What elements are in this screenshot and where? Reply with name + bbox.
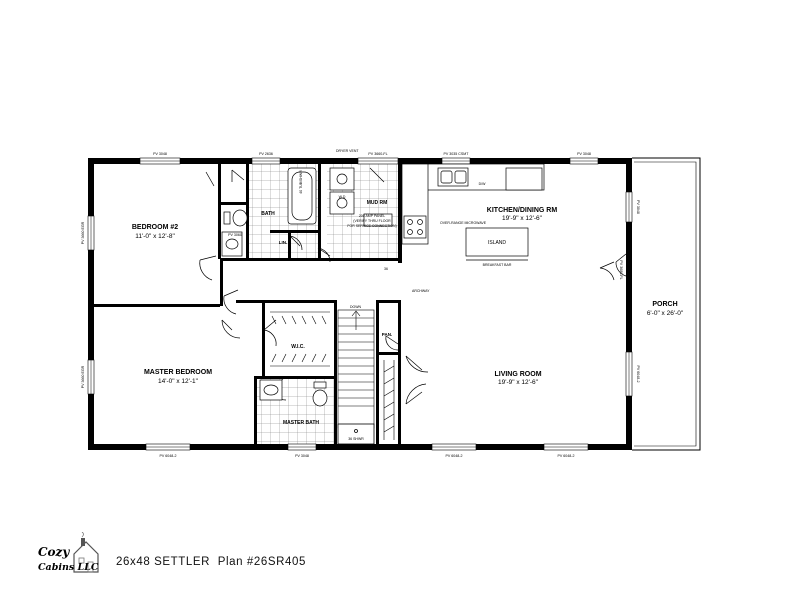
room-dims-bedroom2: 11'-0" x 12'-8"	[135, 233, 175, 240]
window-label: PV 3060	[228, 233, 242, 237]
window-label: PV 3048	[577, 152, 591, 156]
stairs	[337, 309, 375, 429]
bath-fixtures	[221, 167, 328, 407]
note-dryer-vent: DRYER VENT	[336, 149, 359, 153]
plan-number: Plan #26SR405	[217, 556, 307, 568]
note-washer-dryer: W D	[339, 195, 346, 199]
room-name-living: LIVING ROOM	[494, 371, 541, 378]
room-dims-living: 19'-9" x 12'-6"	[498, 379, 539, 386]
window-label: PV 6048-2	[636, 366, 640, 383]
window-labels: PV 3048 PV 2636 PV 3660-FL PV 3035 CSMT …	[81, 152, 640, 458]
window-label: PV 3035 CSMT	[444, 152, 470, 156]
note-range: OVER-RANGE MICROWAVE	[440, 221, 487, 225]
note-panel-2: (VERIFY THRU FLOOR	[353, 219, 391, 223]
note-down: DOWN	[350, 305, 362, 309]
note-panel: 200 AMP PANEL	[359, 214, 385, 218]
room-name-wic: W.I.C.	[291, 344, 305, 350]
window-label: PV 2636	[259, 152, 273, 156]
plan-notes: DRYER VENT BREAKFAST BAR 200 AMP PANEL (…	[299, 149, 512, 441]
window-label: PV 6048-2	[446, 454, 463, 458]
shower	[337, 423, 375, 445]
room-name-lin: LIN.	[279, 240, 288, 245]
logo-text-line1: Cozy	[38, 545, 70, 559]
porch-outline	[632, 157, 701, 451]
window-label: PV 3660-FL	[368, 152, 387, 156]
room-name-bedroom2: BEDROOM #2	[132, 224, 178, 231]
room-name-porch: PORCH	[652, 301, 677, 308]
note-panel-3: FOR SERVICE CONNECTION)	[347, 224, 396, 228]
note-tub: 40 TUB/SHWR	[299, 170, 303, 194]
window-label: PV 6048-2	[558, 454, 575, 458]
window-label: PV 3048	[153, 152, 167, 156]
note-breakfast-bar: BREAKFAST BAR	[483, 263, 512, 267]
window-label: PV 3660 EGR	[81, 365, 85, 388]
room-dims-kitchen: 19'-9" x 12'-6"	[502, 215, 543, 222]
room-name-master-bath: MASTER BATH	[283, 420, 319, 426]
logo-text-line2: Cabins LLC	[38, 562, 99, 573]
room-name-bath: BATH	[261, 211, 275, 217]
room-name-mud-rm: MUD RM	[367, 200, 388, 206]
windows	[87, 157, 633, 451]
plan-caption: 26x48 SETTLER Plan #26SR405	[116, 556, 306, 568]
plan-model: 26x48 SETTLER	[116, 556, 211, 568]
window-label: PV 3680-FL	[619, 260, 623, 279]
room-name-pan: PAN.	[382, 332, 392, 337]
window-label: PV 3048	[636, 200, 640, 214]
window-label: PV 3048	[295, 454, 309, 458]
room-labels: BEDROOM #2 11'-0" x 12'-8" MASTER BEDROO…	[132, 200, 684, 426]
laundry	[329, 167, 393, 227]
closet-shelves	[270, 311, 395, 440]
room-dims-master-bedroom: 14'-0" x 12'-1"	[158, 378, 199, 385]
window-label: PV 6048-2	[160, 454, 177, 458]
kitchen-counters	[401, 163, 545, 261]
note-dw: D/W	[479, 182, 487, 186]
note-ac: 36	[384, 267, 388, 271]
cozy-cabins-logo: Cozy Cabins LLC	[36, 531, 102, 580]
note-archway: ARCHWAY	[412, 289, 430, 293]
room-name-kitchen: KITCHEN/DINING RM	[487, 207, 558, 214]
interior-walls	[94, 163, 402, 444]
window-label: PV 3660 EGR	[81, 221, 85, 244]
room-dims-porch: 6'-0" x 26'-0"	[647, 310, 684, 317]
note-shower: 36 SHWR	[348, 437, 364, 441]
island-label: ISLAND	[488, 240, 506, 246]
room-name-master-bedroom: MASTER BEDROOM	[144, 369, 212, 376]
